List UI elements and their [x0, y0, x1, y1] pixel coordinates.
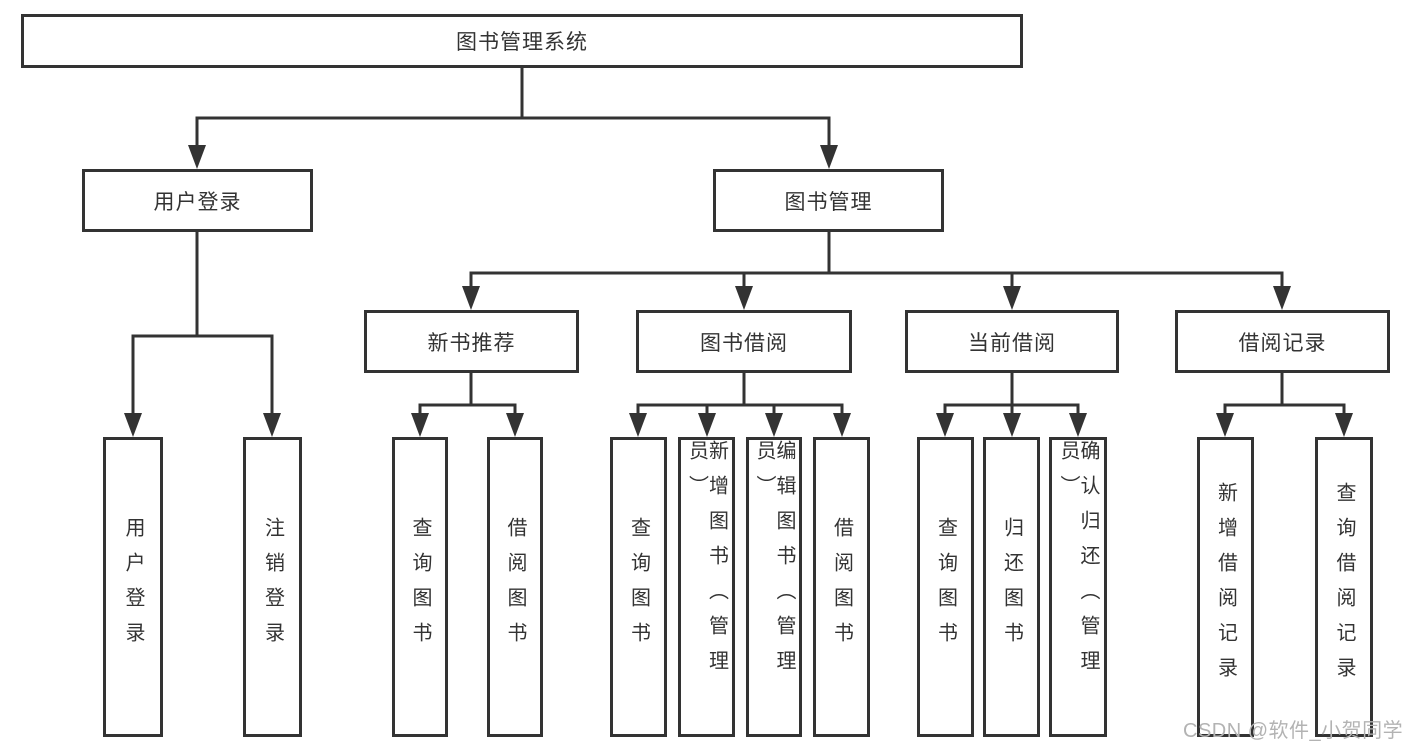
- node-leaf-confirm-return-admin: 确认归还（管理员）: [1049, 437, 1107, 737]
- node-book-borrowing: 图书借阅: [636, 310, 852, 373]
- arrowhead: [263, 413, 281, 437]
- node-user-login: 用户登录: [82, 169, 313, 232]
- node-library-management-system: 图书管理系统: [21, 14, 1023, 68]
- arrowhead: [1216, 413, 1234, 437]
- arrowhead: [629, 413, 647, 437]
- arrowhead: [506, 413, 524, 437]
- arrowhead: [936, 413, 954, 437]
- node-leaf-query-books-borrow: 查询图书: [610, 437, 667, 737]
- arrowhead: [735, 286, 753, 310]
- arrowhead: [411, 413, 429, 437]
- node-leaf-add-book-admin: 新增图书（管理员）: [678, 437, 735, 737]
- arrowhead: [765, 413, 783, 437]
- arrowhead: [1003, 286, 1021, 310]
- node-leaf-borrow-books: 借阅图书: [813, 437, 870, 737]
- csdn-watermark: CSDN @软件_小贺同学: [1183, 720, 1404, 742]
- node-book-management: 图书管理: [713, 169, 944, 232]
- node-borrowing-records: 借阅记录: [1175, 310, 1390, 373]
- node-leaf-query-borrow-record: 查询借阅记录: [1315, 437, 1373, 737]
- node-leaf-logout: 注销登录: [243, 437, 302, 737]
- node-new-book-recommendation: 新书推荐: [364, 310, 579, 373]
- node-leaf-user-login: 用户登录: [103, 437, 163, 737]
- arrowhead: [820, 145, 838, 169]
- arrowhead: [462, 286, 480, 310]
- node-leaf-query-books-recommend: 查询图书: [392, 437, 448, 737]
- arrowhead: [188, 145, 206, 169]
- node-leaf-edit-book-admin: 编辑图书（管理员）: [746, 437, 802, 737]
- node-leaf-add-borrow-record: 新增借阅记录: [1197, 437, 1254, 737]
- arrowhead: [1003, 413, 1021, 437]
- arrowhead: [698, 413, 716, 437]
- arrowhead: [124, 413, 142, 437]
- arrowhead: [1069, 413, 1087, 437]
- node-leaf-return-books: 归还图书: [983, 437, 1040, 737]
- node-leaf-query-books-current: 查询图书: [917, 437, 974, 737]
- node-leaf-borrow-books-recommend: 借阅图书: [487, 437, 543, 737]
- node-current-borrowing: 当前借阅: [905, 310, 1119, 373]
- arrowhead: [833, 413, 851, 437]
- arrowhead: [1273, 286, 1291, 310]
- arrowhead: [1335, 413, 1353, 437]
